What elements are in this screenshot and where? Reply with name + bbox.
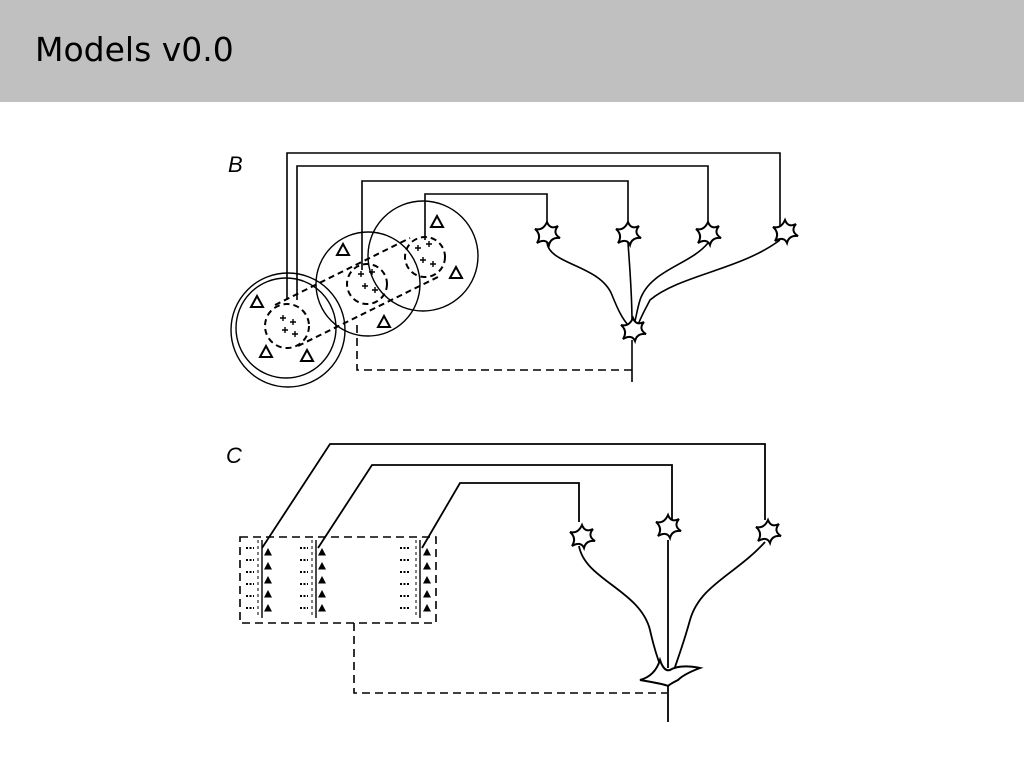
panel-b: B xyxy=(228,152,799,388)
panel-c-axons xyxy=(261,443,766,549)
panel-b-receptive-fields xyxy=(230,200,479,388)
slide-title: Models v0.0 xyxy=(35,30,234,69)
panel-c-dendrites xyxy=(578,540,766,722)
panel-b-neurons xyxy=(534,219,799,342)
panel-b-dendrites xyxy=(546,239,781,382)
panel-c-neurons xyxy=(569,514,782,688)
panel-b-axons xyxy=(286,152,781,300)
panel-c-output-neuron xyxy=(639,656,704,688)
panel-b-label: B xyxy=(228,152,243,177)
panel-c: C xyxy=(226,443,782,722)
panel-b-dashed-cores xyxy=(264,236,446,349)
panel-c-column-2 xyxy=(300,540,326,618)
title-bar: Models v0.0 xyxy=(0,0,1024,102)
panel-c-dashed-feedback xyxy=(353,623,667,694)
panel-c-dashed-column-box xyxy=(239,536,437,624)
panel-c-column-1 xyxy=(246,540,272,618)
panel-c-column-3 xyxy=(400,540,431,618)
panel-c-label: C xyxy=(226,443,242,468)
panel-c-columns xyxy=(246,540,431,618)
panel-b-dashed-feedback xyxy=(356,325,632,371)
panel-b-excitatory-marks xyxy=(280,241,436,337)
